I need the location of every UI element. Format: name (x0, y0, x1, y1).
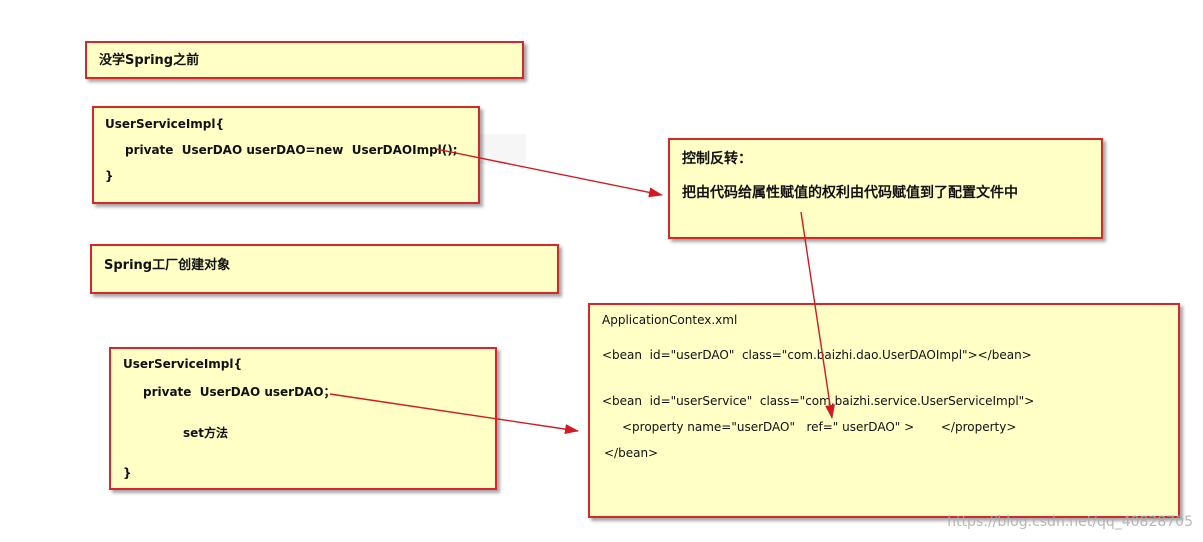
note-code-after: UserServiceImpl{ private UserDAO userDAO… (109, 347, 497, 490)
watermark-url: https://blog.csdn.net/qq_40828705 (947, 514, 1193, 530)
xml-line-4: </bean> (604, 446, 659, 460)
note-code-before: UserServiceImpl{ private UserDAO userDAO… (92, 106, 480, 204)
note-xml-config: ApplicationContex.xml <bean id="userDAO"… (588, 303, 1180, 518)
xml-filename: ApplicationContex.xml (602, 313, 738, 327)
code-before-line-1: UserServiceImpl{ (105, 117, 225, 131)
faint-background-patch (480, 134, 526, 164)
code-after-line-3: set方法 (183, 426, 229, 440)
code-after-line-2: private UserDAO userDAO； (143, 385, 336, 399)
ioc-title: 控制反转： (682, 151, 752, 167)
factory-title: Spring工厂创建对象 (104, 258, 231, 273)
code-after-line-1: UserServiceImpl{ (123, 357, 243, 371)
note-before-spring: 没学Spring之前 (85, 41, 524, 79)
note-factory: Spring工厂创建对象 (90, 244, 559, 294)
code-before-line-3: } (105, 169, 114, 183)
xml-line-1: <bean id="userDAO" class="com.baizhi.dao… (602, 348, 1032, 362)
code-after-line-4: } (123, 466, 132, 480)
xml-line-3: <property name="userDAO" ref=" userDAO" … (622, 420, 1017, 434)
note-before-spring-title: 没学Spring之前 (99, 53, 200, 68)
xml-line-2: <bean id="userService" class="com.baizhi… (602, 394, 1035, 408)
code-before-line-2: private UserDAO userDAO=new UserDAOImpl(… (125, 143, 458, 157)
note-ioc: 控制反转： 把由代码给属性赋值的权利由代码赋值到了配置文件中 (668, 138, 1103, 239)
ioc-description: 把由代码给属性赋值的权利由代码赋值到了配置文件中 (682, 185, 1018, 201)
